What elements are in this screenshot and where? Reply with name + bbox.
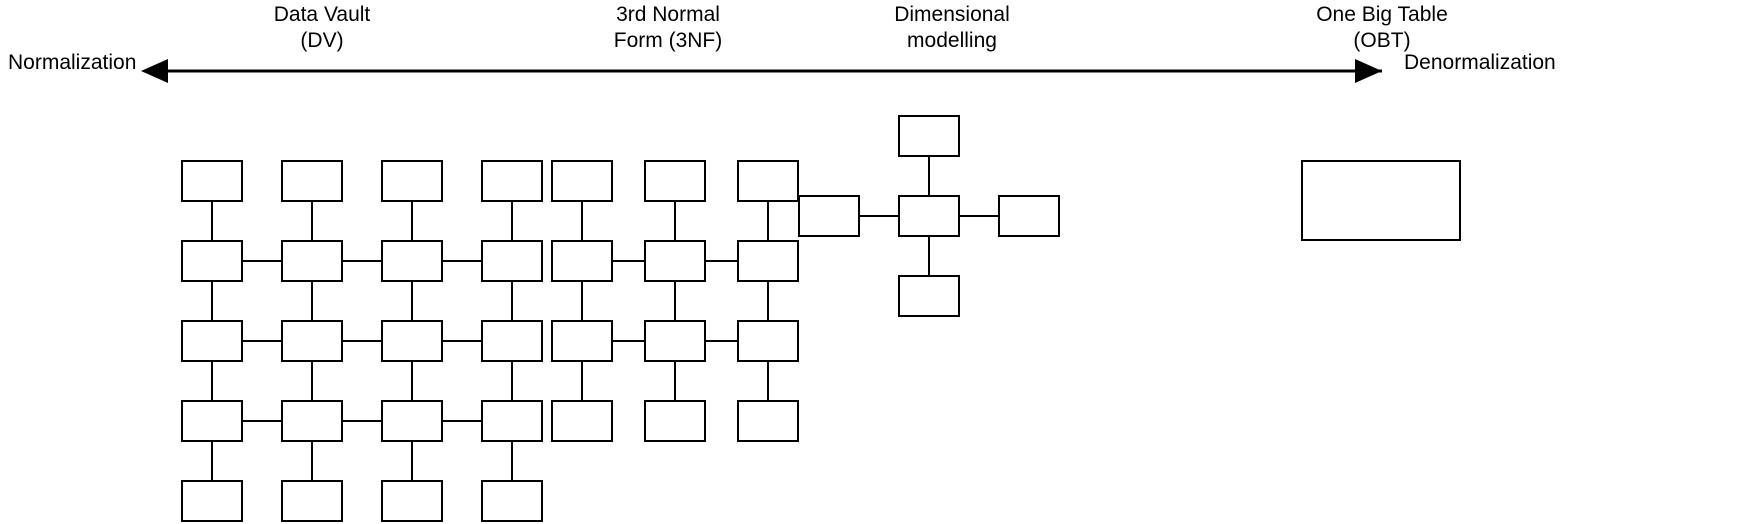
connector-horizontal: [613, 340, 644, 342]
column-title-3nf: 3rd Normal Form (3NF): [613, 3, 723, 52]
entity-box: [481, 320, 543, 362]
entity-box: [381, 480, 443, 522]
connector-horizontal: [443, 260, 481, 262]
entity-box: [551, 400, 613, 442]
dimension-box-left: [798, 195, 860, 237]
connector-horizontal: [243, 340, 281, 342]
entity-box: [737, 160, 799, 202]
entity-box: [644, 160, 706, 202]
entity-box: [281, 160, 343, 202]
column-title-data-vault: Data Vault (DV): [273, 3, 371, 52]
entity-box: [281, 480, 343, 522]
entity-box: [644, 400, 706, 442]
entity-box: [481, 480, 543, 522]
axis-label-normalization: Normalization: [8, 51, 137, 74]
connector-vertical: [767, 282, 769, 320]
connector-vertical: [411, 202, 413, 240]
entity-box: [481, 160, 543, 202]
one-big-table-box: [1301, 160, 1461, 241]
entity-box: [381, 240, 443, 282]
entity-box: [551, 160, 613, 202]
entity-box: [481, 400, 543, 442]
connector-vertical: [311, 282, 313, 320]
entity-box: [181, 400, 243, 442]
column-title-dimensional-modelling: Dimensional modelling: [894, 3, 1010, 52]
entity-box: [381, 160, 443, 202]
connector-vertical: [211, 362, 213, 400]
connector-vertical: [311, 442, 313, 480]
connector-horizontal: [860, 215, 898, 217]
connector-vertical: [311, 202, 313, 240]
entity-box: [181, 160, 243, 202]
connector-vertical: [767, 202, 769, 240]
entity-box: [181, 320, 243, 362]
entity-box: [181, 480, 243, 522]
connector-horizontal: [706, 340, 737, 342]
entity-box: [644, 320, 706, 362]
entity-box: [644, 240, 706, 282]
connector-vertical: [411, 362, 413, 400]
connector-vertical: [674, 362, 676, 400]
connector-horizontal: [443, 420, 481, 422]
connector-horizontal: [343, 260, 381, 262]
connector-vertical: [928, 237, 930, 275]
connector-vertical: [674, 282, 676, 320]
entity-box: [181, 240, 243, 282]
entity-box: [737, 400, 799, 442]
entity-box: [737, 240, 799, 282]
connector-vertical: [211, 442, 213, 480]
entity-box: [481, 240, 543, 282]
connector-vertical: [581, 202, 583, 240]
connector-horizontal: [343, 420, 381, 422]
fact-table-box: [898, 195, 960, 237]
connector-vertical: [211, 202, 213, 240]
connector-horizontal: [613, 260, 644, 262]
entity-box: [551, 320, 613, 362]
connector-vertical: [211, 282, 213, 320]
dimension-box-right: [998, 195, 1060, 237]
entity-box: [551, 240, 613, 282]
connector-horizontal: [243, 420, 281, 422]
connector-vertical: [411, 442, 413, 480]
column-title-one-big-table: One Big Table (OBT): [1316, 3, 1448, 52]
connector-vertical: [411, 282, 413, 320]
entity-box: [381, 400, 443, 442]
entity-box: [381, 320, 443, 362]
connector-horizontal: [960, 215, 998, 217]
connector-vertical: [511, 282, 513, 320]
connector-vertical: [311, 362, 313, 400]
dimension-box-top: [898, 115, 960, 157]
connector-vertical: [928, 157, 930, 195]
entity-box: [281, 320, 343, 362]
connector-vertical: [511, 442, 513, 480]
connector-vertical: [674, 202, 676, 240]
connector-vertical: [511, 362, 513, 400]
connector-horizontal: [243, 260, 281, 262]
connector-vertical: [581, 282, 583, 320]
connector-vertical: [581, 362, 583, 400]
dimension-box-bottom: [898, 275, 960, 317]
connector-horizontal: [343, 340, 381, 342]
entity-box: [737, 320, 799, 362]
entity-box: [281, 240, 343, 282]
connector-vertical: [511, 202, 513, 240]
connector-horizontal: [443, 340, 481, 342]
axis-label-denormalization: Denormalization: [1404, 51, 1556, 74]
connector-vertical: [767, 362, 769, 400]
entity-box: [281, 400, 343, 442]
connector-horizontal: [706, 260, 737, 262]
